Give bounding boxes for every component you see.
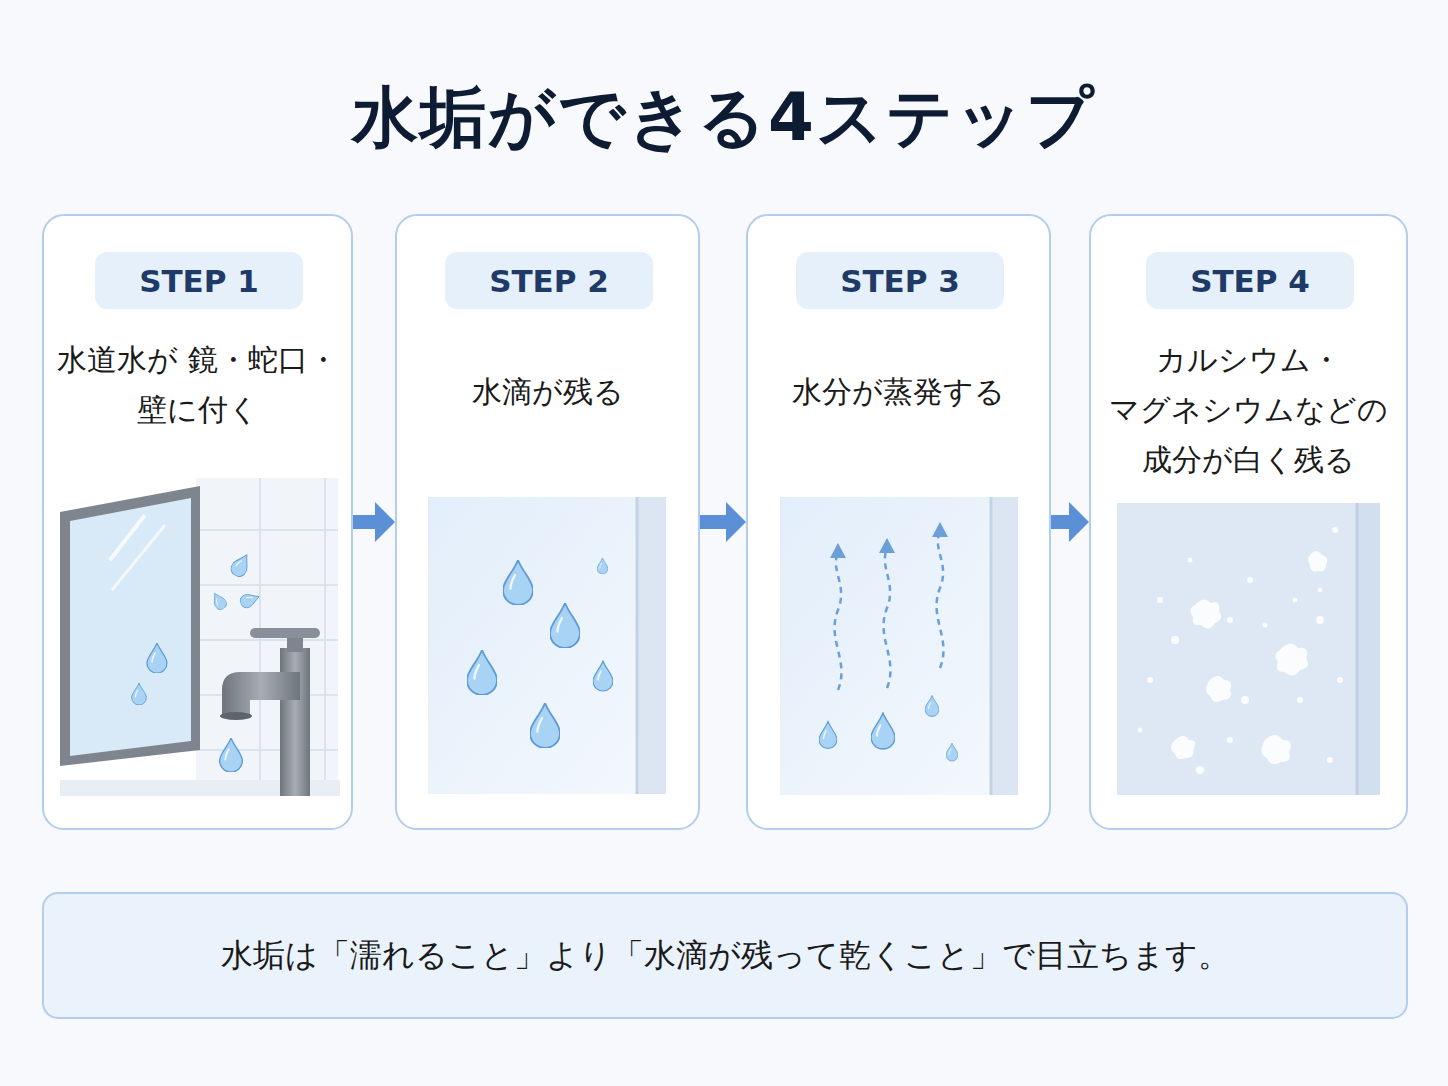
step-number: STEP 2 bbox=[489, 263, 609, 299]
step-card: 水分が蒸発する STEP 3 bbox=[746, 214, 1051, 830]
step-label: STEP 3 bbox=[796, 252, 1004, 309]
flow-arrow bbox=[1051, 502, 1089, 542]
flow-arrow bbox=[353, 502, 395, 542]
step-description: 水分が蒸発する bbox=[756, 367, 1041, 417]
step-card: 水滴が残る STEP 2 bbox=[395, 214, 700, 830]
summary-box: 水垢は「濡れること」より「水滴が残って乾くこと」で目立ちます。 bbox=[42, 892, 1408, 1019]
arrow-shaft bbox=[353, 515, 377, 529]
arrow-head bbox=[726, 502, 746, 542]
arrow-shaft bbox=[700, 515, 728, 529]
step-label: STEP 4 bbox=[1146, 252, 1354, 309]
step-description: 水滴が残る bbox=[405, 367, 690, 417]
summary-text: 水垢は「濡れること」より「水滴が残って乾くこと」で目立ちます。 bbox=[221, 934, 1230, 978]
flow-arrow bbox=[700, 502, 746, 542]
arrow-shaft bbox=[1051, 515, 1071, 529]
step-number: STEP 4 bbox=[1190, 263, 1310, 299]
step-description: カルシウム・ マグネシウムなどの 成分が白く残る bbox=[1099, 335, 1398, 485]
step-number: STEP 3 bbox=[840, 263, 960, 299]
step-label: STEP 1 bbox=[95, 252, 303, 309]
step-number: STEP 1 bbox=[139, 263, 259, 299]
step-description: 水道水が 鏡・蛇口・壁に付く bbox=[52, 335, 343, 435]
step-label: STEP 2 bbox=[445, 252, 653, 309]
diagram-title: 水垢ができる4ステップ bbox=[0, 70, 1448, 166]
step-card: カルシウム・ マグネシウムなどの 成分が白く残る STEP 4 bbox=[1089, 214, 1408, 830]
arrow-head bbox=[375, 502, 395, 542]
arrow-head bbox=[1069, 502, 1089, 542]
step-card: 水道水が 鏡・蛇口・壁に付く STEP 1 bbox=[42, 214, 353, 830]
